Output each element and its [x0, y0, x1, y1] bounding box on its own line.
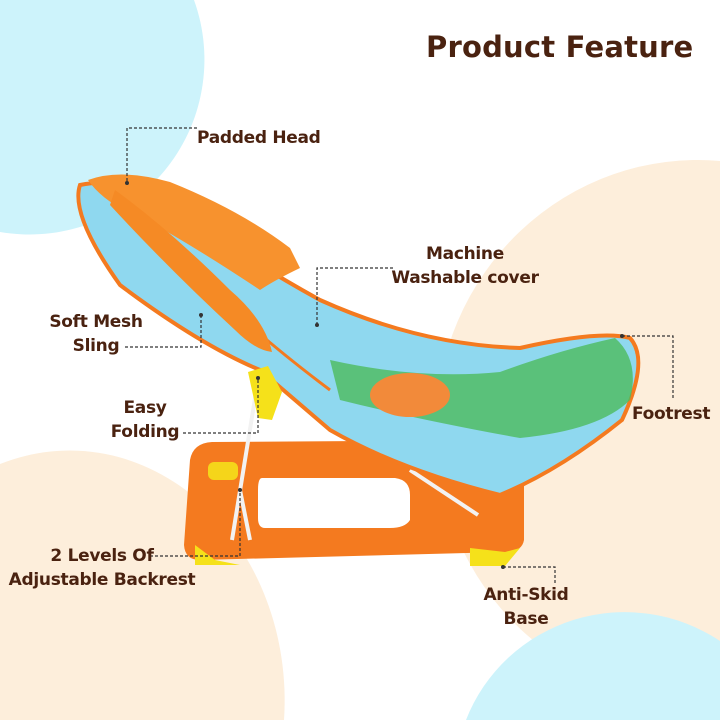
- label-line: 2 Levels Of: [50, 546, 154, 566]
- blob-top-left: [0, 0, 205, 235]
- label-machine-washable: Machine Washable cover: [390, 242, 540, 290]
- label-footrest: Footrest: [632, 404, 711, 424]
- folding-clip: [248, 366, 282, 420]
- page-title: Product Feature: [426, 30, 694, 64]
- label-line: Easy: [123, 398, 167, 418]
- blob-bottom-right: [466, 612, 720, 720]
- frame: [230, 379, 260, 541]
- headrest-pad: [110, 190, 272, 352]
- label-soft-mesh-sling: Soft Mesh Sling: [40, 310, 152, 358]
- label-line: Sling: [72, 336, 120, 356]
- backrest-lock: [208, 462, 238, 480]
- label-line: Washable cover: [391, 268, 539, 288]
- bath-seat: [76, 174, 641, 566]
- label-adjustable-backrest: 2 Levels Of Adjustable Backrest: [4, 544, 200, 592]
- print-character: [370, 373, 450, 417]
- label-line: Machine: [426, 244, 504, 264]
- label-padded-head: Padded Head: [197, 128, 321, 148]
- headrest: [88, 174, 300, 290]
- label-line: Folding: [110, 422, 180, 442]
- leader-lines: [125, 127, 674, 585]
- label-anti-skid-base: Anti-Skid Base: [478, 583, 574, 631]
- label-line: Anti-Skid: [483, 585, 569, 605]
- label-line: Adjustable Backrest: [8, 570, 196, 590]
- label-line: Soft Mesh: [49, 312, 143, 332]
- leader-dots: [125, 181, 624, 569]
- base-foot-left: [195, 545, 240, 565]
- frame-front: [408, 468, 480, 517]
- base-hole: [258, 478, 410, 528]
- label-line: Base: [503, 609, 549, 629]
- label-easy-folding: Easy Folding: [100, 396, 190, 444]
- base-foot-right: [470, 548, 520, 566]
